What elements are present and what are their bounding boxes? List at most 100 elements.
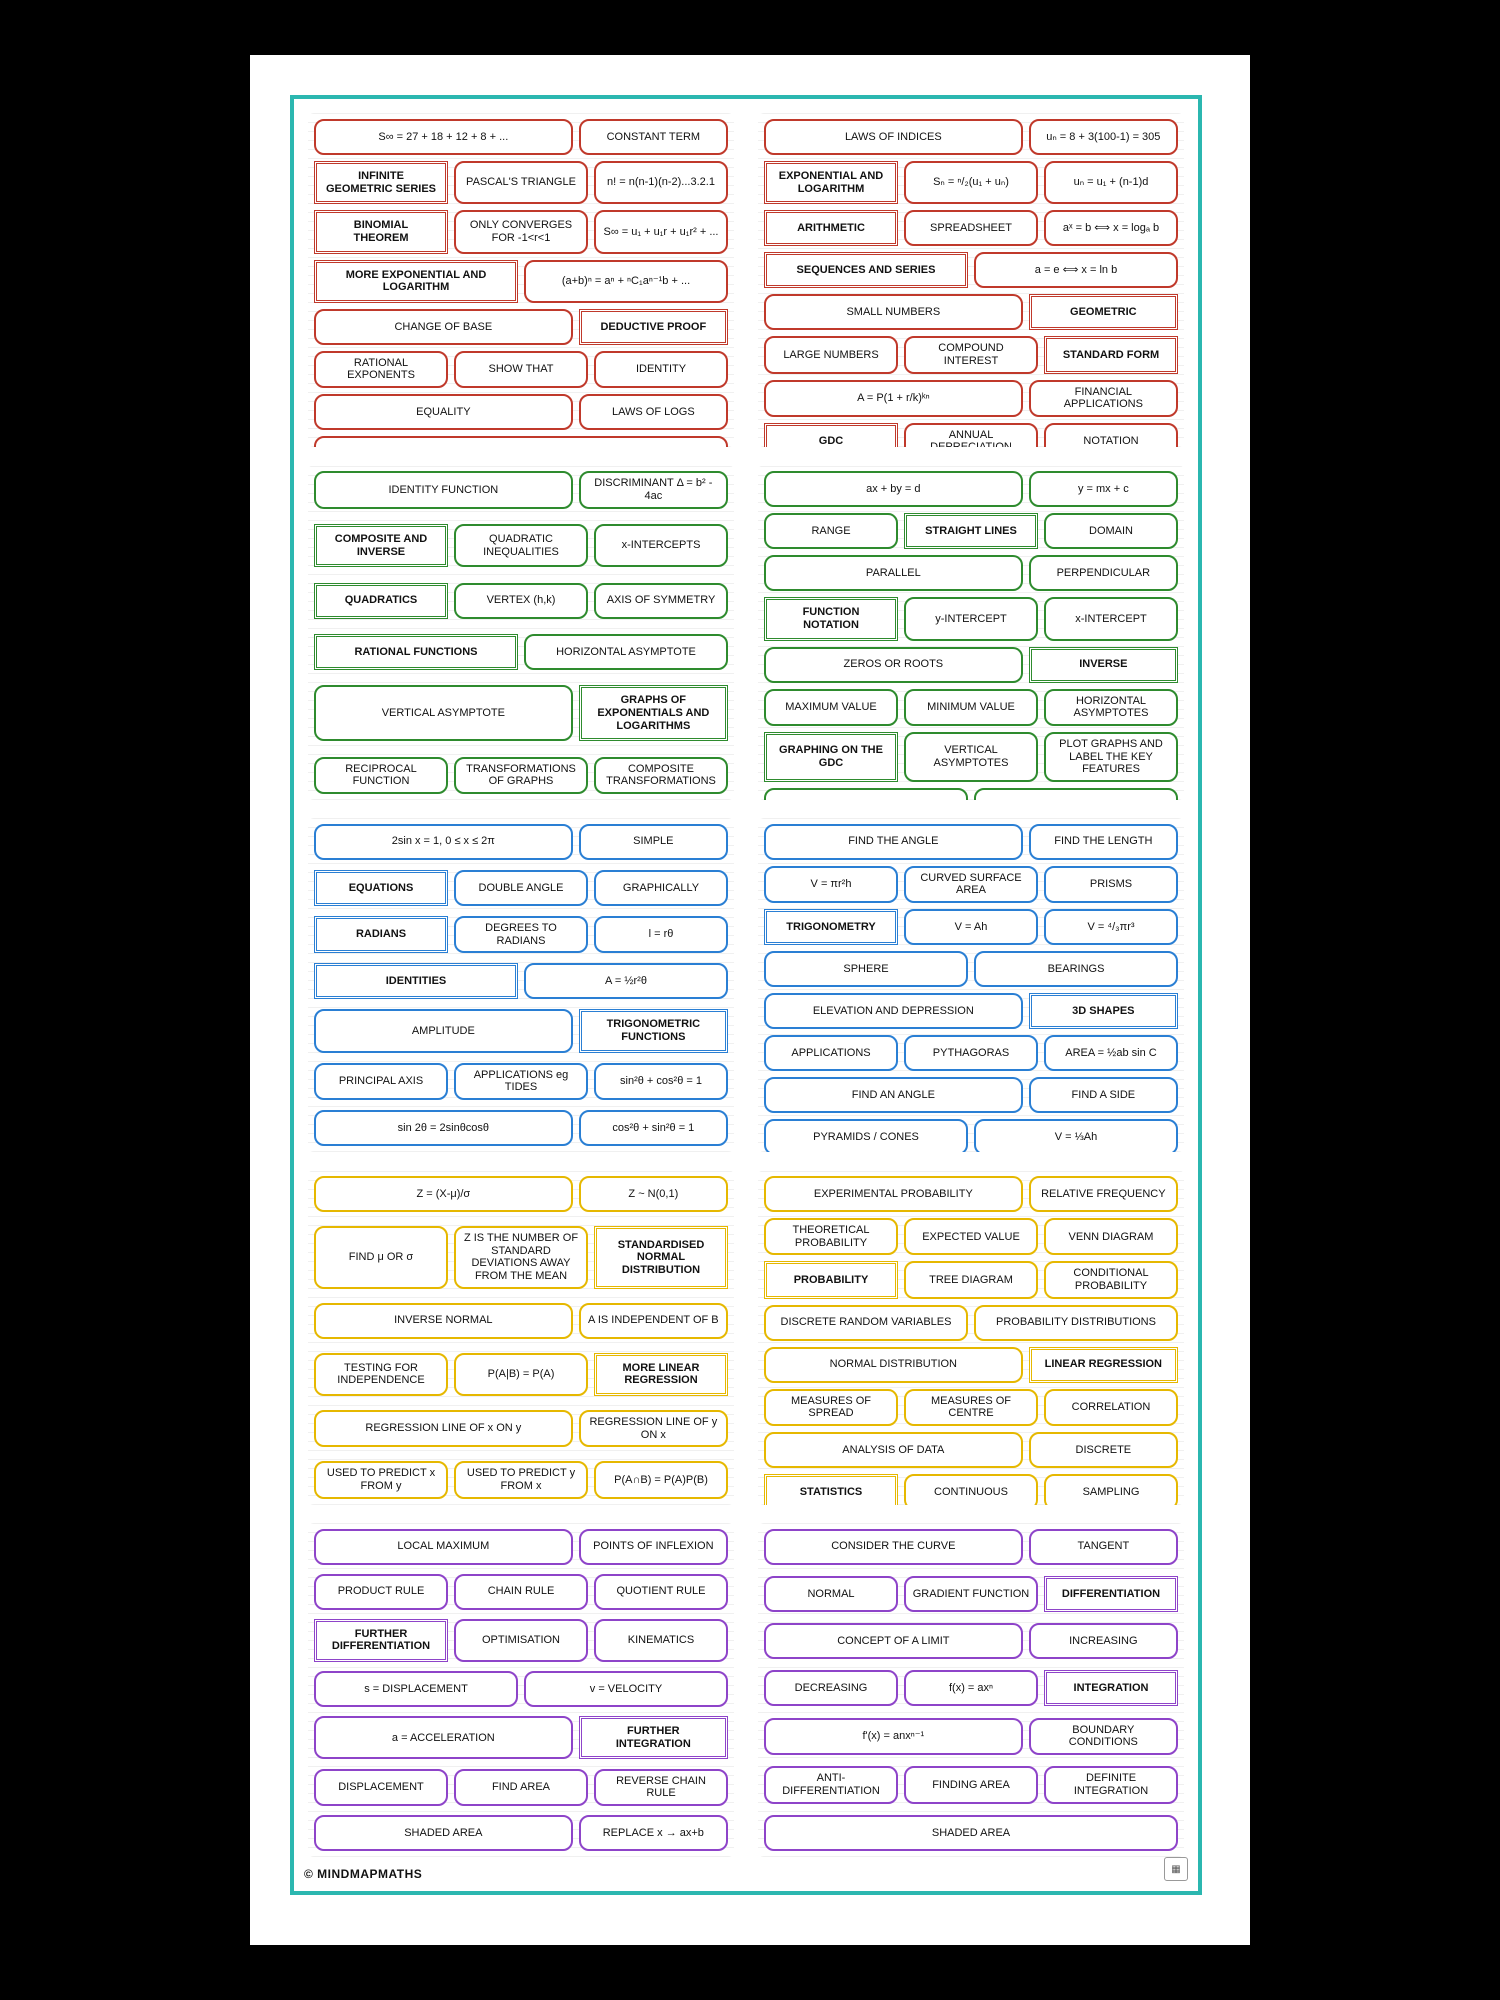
topic-label: STATISTICS [764,1474,898,1505]
note-bubble: l = rθ [594,915,728,954]
note-bubble: FIND AREA [454,1768,588,1806]
note-text: QUOTIENT RULE [616,1585,706,1598]
topic-label: COMPOSITE AND INVERSE [314,524,448,568]
topic-label: MORE LINEAR REGRESSION [594,1352,728,1397]
note-text: S∞ = 27 + 18 + 12 + 8 + ... [378,130,509,143]
note-text: ZEROS OR ROOTS [843,658,944,671]
note-bubble: MEASURES OF SPREAD [764,1388,898,1427]
note-bubble: V = ⅓Ah [974,1119,1178,1153]
topic-text: STANDARDISED NORMAL DISTRIBUTION [617,1238,705,1276]
note-text: SPHERE [843,962,889,975]
note-text: DISCRIMINANT Δ = b² - 4ac [594,477,713,503]
note-text: DOUBLE ANGLE [478,881,564,894]
topic-text: LINEAR REGRESSION [1044,1358,1163,1371]
note-bubble: VENN DIAGRAM [1044,1218,1178,1256]
note-text: PROBABILITY DISTRIBUTIONS [996,1316,1156,1329]
note-text: LOCAL MAXIMUM [397,1540,490,1553]
note-text: APPLICATIONS eg TIDES [473,1068,569,1094]
note-bubble: aˣ = b ⟺ x = logₐ b [1044,210,1178,247]
note-text: USED TO PREDICT y FROM x [466,1467,576,1492]
note-bubble: TREE DIAGRAM [904,1261,1038,1299]
note-text: HORIZONTAL ASYMPTOTE [556,645,696,658]
note-bubble: QUADRATIC INEQUALITIES [454,524,588,568]
topic-label: INTEGRATION [1044,1670,1178,1707]
note-text: FIND THE LENGTH [1054,835,1153,848]
note-text: RECIPROCAL FUNCTION [345,762,417,788]
note-bubble: DISCRETE [1028,1432,1178,1469]
topic-text: INFINITE GEOMETRIC SERIES [325,170,437,195]
note-bubble: REPLACE x → ax+b [578,1814,728,1851]
note-bubble: FIND POINTS OF INTERSECTION [974,787,1178,800]
note-text: PLOT GRAPHS AND LABEL THE KEY FEATURES [1059,737,1163,776]
note-bubble: log₂ 24 = log₂ 8 + log₂ 3 [314,436,728,448]
note-text: PARALLEL [865,567,921,580]
note-bubble: PASCAL'S TRIANGLE [454,161,588,205]
note-text: FIND THE ANGLE [848,835,939,848]
note-bubble: NOTATION [1044,422,1178,448]
note-bubble: CURVED SURFACE AREA [904,865,1038,904]
note-bubble: A IS INDEPENDENT OF B [578,1302,728,1339]
note-bubble: POINTS OF INFLEXION [578,1528,728,1565]
note-text: PRODUCT RULE [337,1585,425,1598]
note-text: POINTS OF INFLEXION [593,1540,714,1553]
topic-label: DEDUCTIVE PROOF [578,308,728,345]
note-text: QUADRATIC INEQUALITIES [483,533,559,558]
note-text: uₙ = u₁ + (n-1)d [1073,176,1149,189]
topic-text: STRAIGHT LINES [925,525,1017,538]
note-text: CHANGE OF BASE [394,320,493,333]
note-text: GRAPHICALLY [622,881,700,894]
topic-label: FURTHER INTEGRATION [578,1716,728,1760]
note-bubble: REGRESSION LINE OF x ON y [314,1410,573,1448]
note-text: COMPOSITE TRANSFORMATIONS [606,762,716,788]
note-text: V = πr²h [810,878,852,891]
topic-text: TRIGONOMETRIC FUNCTIONS [606,1018,701,1044]
note-text: l = rθ [648,928,674,941]
note-text: VENN DIAGRAM [1068,1230,1154,1243]
topic-text: TRIGONOMETRY [786,920,876,933]
note-bubble: n! = n(n-1)(n-2)...3.2.1 [594,161,728,205]
note-text: Sₙ = ⁿ/₂(u₁ + uₙ) [933,176,1009,189]
note-text: CHAIN RULE [487,1585,555,1598]
note-text: P(A|B) = P(A) [487,1368,555,1381]
note-bubble: EXPECTED VALUE [904,1218,1038,1256]
note-bubble: P(A∩B) = P(A)P(B) [594,1461,728,1499]
note-text: USED TO PREDICT x FROM y [326,1467,436,1492]
note-bubble: FINANCIAL APPLICATIONS [1028,379,1178,417]
note-text: VERTEX (h,k) [486,594,556,607]
note-text: REGRESSION LINE OF x ON y [365,1422,522,1435]
note-bubble: VERTICAL ASYMPTOTE [314,685,573,742]
note-text: ANTI-DIFFERENTIATION [782,1772,880,1797]
topic-text: INVERSE [1079,658,1128,671]
topic-label: EXPONENTIAL AND LOGARITHM [764,161,898,205]
topic-label: MORE EXPONENTIAL AND LOGARITHM [314,259,518,303]
note-text: SHOW THAT [488,363,554,376]
note-bubble: OPTIMISATION [454,1618,588,1663]
topic-label: INFINITE GEOMETRIC SERIES [314,161,448,205]
topic-label: DIFFERENTIATION [1044,1575,1178,1612]
topic-text: FURTHER DIFFERENTIATION [331,1627,431,1653]
note-text: SHADED AREA [404,1826,483,1839]
note-text: AXIS OF SYMMETRY [606,594,716,607]
note-bubble: SPREADSHEET [904,210,1038,247]
note-text: RELATIVE FREQUENCY [1041,1187,1166,1200]
note-text: DISPLACEMENT [338,1780,424,1793]
note-bubble: HORIZONTAL ASYMPTOTE [524,633,728,670]
note-text: MINIMUM VALUE [927,700,1015,713]
note-text: RANGE [811,525,851,538]
note-bubble: DEFINITE INTEGRATION [1044,1766,1178,1804]
note-bubble: PARALLEL [764,555,1023,592]
note-bubble: NORMAL DISTRIBUTION [764,1346,1023,1383]
note-text: EXPECTED VALUE [922,1230,1020,1243]
note-bubble: RANGE [764,513,898,550]
topic-label: INVERSE [1028,646,1178,683]
topic-text: DIFFERENTIATION [1061,1587,1161,1600]
note-bubble: V = ⁴/₃πr³ [1044,909,1178,946]
note-text: FIND A SIDE [1071,1088,1136,1101]
topic-text: ARITHMETIC [797,221,865,234]
note-bubble: DOUBLE ANGLE [454,869,588,906]
